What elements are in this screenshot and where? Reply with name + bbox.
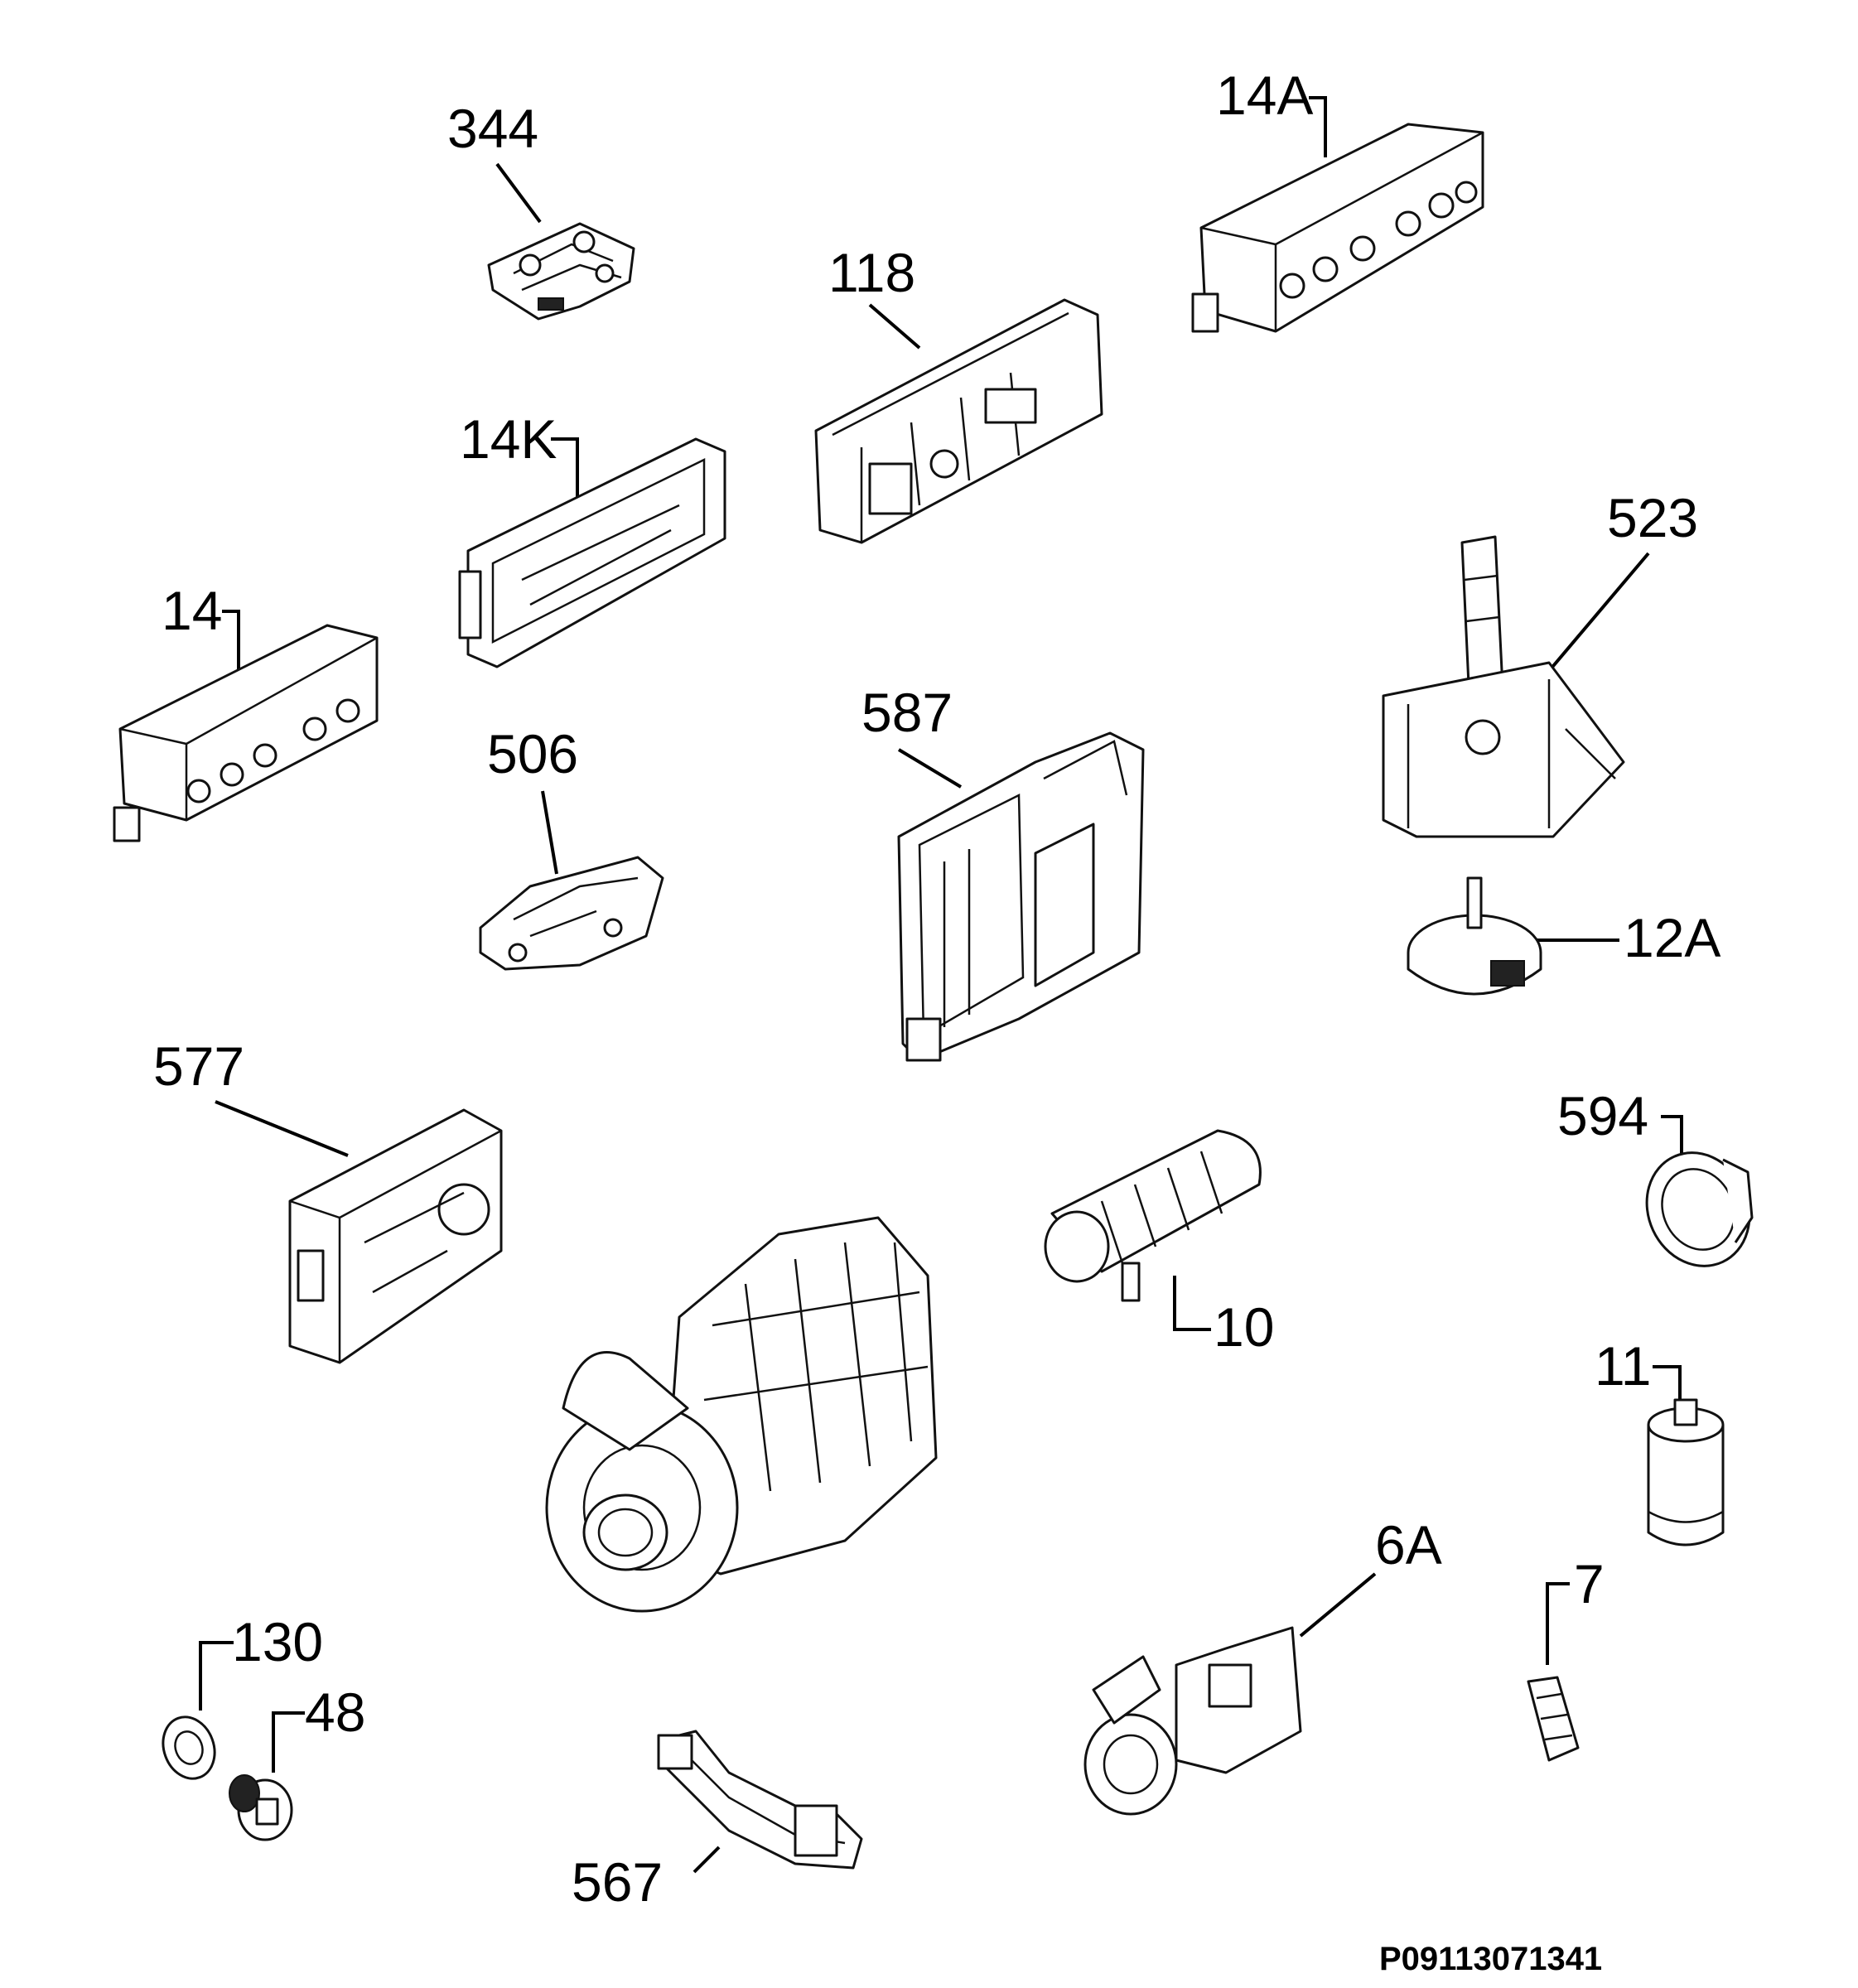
label-14K: 14K	[460, 408, 557, 470]
label-48: 48	[305, 1682, 365, 1743]
part-48: 48	[229, 1682, 365, 1841]
part-567: 567	[572, 1730, 863, 1913]
label-577: 577	[153, 1035, 244, 1097]
part-587: 587	[861, 682, 1145, 1062]
label-7: 7	[1574, 1553, 1605, 1614]
part-6A: 6A	[1083, 1514, 1442, 1816]
part-14: 14	[113, 580, 379, 842]
part-11: 11	[1595, 1335, 1725, 1546]
part-14A: 14A	[1191, 65, 1484, 333]
part-594: 594	[1557, 1085, 1754, 1267]
part-577: 577	[153, 1035, 503, 1364]
label-118: 118	[828, 242, 915, 303]
label-14A: 14A	[1216, 65, 1313, 126]
label-594: 594	[1557, 1085, 1648, 1146]
label-6A: 6A	[1375, 1514, 1442, 1575]
label-11: 11	[1595, 1335, 1652, 1397]
part-pump-motor	[545, 1216, 938, 1613]
label-10: 10	[1214, 1296, 1274, 1358]
label-12A: 12A	[1624, 907, 1720, 968]
part-118: 118	[814, 242, 1103, 544]
part-12A: 12A	[1407, 876, 1720, 996]
label-506: 506	[487, 723, 578, 784]
label-130: 130	[232, 1611, 323, 1672]
label-587: 587	[861, 682, 953, 743]
part-506: 506	[479, 723, 664, 971]
part-130: 130	[162, 1611, 323, 1780]
part-14K: 14K	[458, 408, 726, 668]
label-567: 567	[572, 1851, 663, 1913]
part-7: 7	[1527, 1553, 1605, 1762]
part-344: 344	[447, 98, 635, 321]
part-10: 10	[1044, 1129, 1274, 1358]
part-523: 523	[1382, 487, 1698, 838]
label-14: 14	[162, 580, 222, 641]
label-344: 344	[447, 98, 538, 159]
label-523: 523	[1607, 487, 1698, 548]
diagram-code: P09113071341	[1379, 1941, 1602, 1977]
